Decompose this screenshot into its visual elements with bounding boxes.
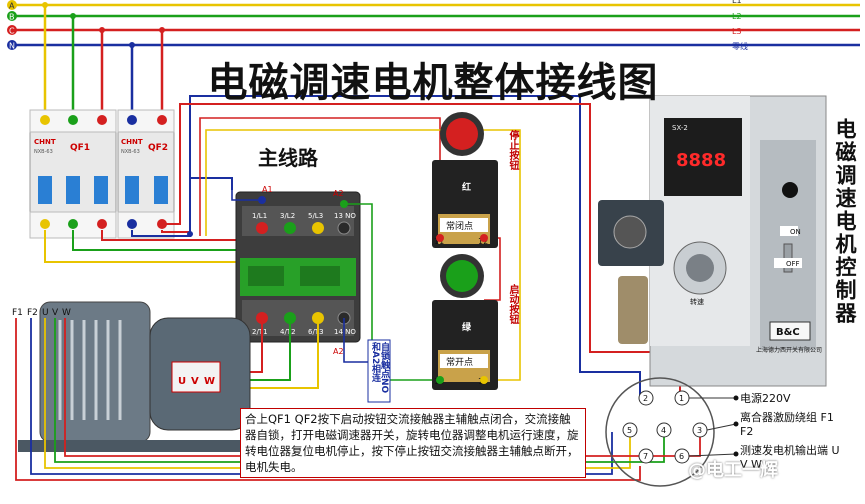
watermark: @电工一辉 [688, 460, 778, 481]
motor-terminal-f1: F1 [12, 308, 23, 318]
contactor: 1/L1 3/L2 5/L3 13 NO 2/T1 4/T2 6/T3 14 N… [235, 185, 361, 356]
bus-drops [42, 2, 165, 112]
plug-pin-4: 4 [661, 426, 666, 435]
motor-terminal-u: U [42, 308, 49, 318]
self-lock-text: 自锁触点NO和A2相连 [370, 342, 389, 394]
breaker-qf2-model: NXB-63 [121, 149, 140, 155]
breaker-qf1-brand: CHNT [34, 138, 56, 146]
bus-b-dot [7, 11, 17, 21]
motor-terminal-labels: F1 F2 U V W [12, 308, 71, 318]
controller-on-label: ON [790, 228, 801, 236]
controller-brand: B&C [776, 327, 800, 338]
bus-n-dot [7, 40, 17, 50]
contactor-bottom-terminal-4: 14 NO [334, 328, 356, 336]
stop-button: 常闭点 11 12 [432, 112, 498, 248]
contactor-bottom-terminal-3: 6/T3 [308, 328, 324, 336]
bus-bars: A B C N L1 L2 L3 零线 [7, 0, 860, 51]
plug-pin-2: 2 [643, 394, 648, 403]
motor-box-v: V [191, 376, 199, 387]
page-title: 电磁调速电机整体接线图 [207, 60, 659, 106]
start-button: 常开点 13 14 [432, 254, 498, 390]
start-button-label: 启动按钮 [507, 284, 518, 324]
contactor-bottom-terminal-2: 4/T2 [280, 328, 296, 336]
contactor-coil-a1: A1 [262, 185, 273, 194]
motor-terminal-f2: F2 [27, 308, 38, 318]
contactor-top-terminal-1: 1/L1 [252, 212, 267, 220]
bus-c-dot [7, 25, 17, 35]
plug-pin-3: 3 [697, 426, 702, 435]
operation-note: 合上QF1 QF2按下启动按钮交流接触器主辅触点闭合，交流接触器自锁，打开电磁调… [240, 408, 586, 478]
control-wires [199, 117, 521, 381]
bus-right-label-l1: L1 [732, 0, 742, 5]
plug-pin-6: 6 [679, 452, 684, 461]
main-circuit-label: 主线路 [258, 146, 318, 170]
plug-pin-7: 7 [643, 452, 648, 461]
controller-maker: 上海德力西开关有限公司 [756, 346, 822, 354]
breaker-qf1: CHNT NXB-63 QF1 [29, 109, 117, 239]
breaker-qf1-model: NXB-63 [34, 149, 53, 155]
stop-button-color-tag: 红 [460, 182, 470, 191]
plug-diagram: 1 2 3 4 5 6 7 [605, 377, 739, 487]
breaker-qf2-brand: CHNT [121, 138, 143, 146]
stop-button-label: 停止按钮 [507, 130, 518, 170]
controller-title: 电磁调速电机控制器 [833, 118, 857, 325]
contactor-top-terminal-2: 3/L2 [280, 212, 295, 220]
contactor-top-terminal-3: 5/L3 [308, 212, 323, 220]
motor-terminal-v: V [52, 308, 59, 318]
bus-right-label-l3: L3 [732, 27, 742, 36]
controller-panel: SX-2 8888 ON OFF 转速 B&C 上海德力西开关有限公司 [598, 95, 827, 387]
start-button-color-tag: 绿 [460, 322, 470, 331]
stop-button-contact: 常闭点 [446, 220, 473, 232]
plug-pin-5: 5 [627, 426, 632, 435]
controller-off-label: OFF [786, 260, 800, 268]
plug-pin-1-label: 电源220V [740, 392, 791, 405]
bus-right-label-n: 零线 [732, 41, 748, 51]
plug-pin-1: 1 [679, 394, 684, 403]
controller-model: SX-2 [672, 124, 688, 132]
bus-right-label-l2: L2 [732, 12, 742, 21]
breaker-qf2-name: QF2 [148, 143, 168, 153]
contactor-top-terminal-4: 13 NO [334, 212, 356, 220]
self-lock-note [367, 339, 391, 403]
contactor-coil-a2-bottom: A2 [333, 347, 344, 356]
controller-speed-label: 转速 [690, 297, 704, 306]
contactor-bottom-terminal-1: 2/T1 [252, 328, 268, 336]
bus-a-dot [7, 0, 17, 10]
plug-pin-6-label: 测速发电机输出端 U V W [740, 444, 840, 471]
motor-box-w: W [204, 376, 215, 387]
motor-box-u: U [178, 376, 186, 387]
breaker-qf1-name: QF1 [70, 143, 90, 153]
bus-label-a: A [9, 2, 15, 11]
breaker-qf2: CHNT NXB-63 QF2 [117, 109, 175, 239]
plug-pin-3-label: 离合器激励绕组 F1 F2 [740, 411, 834, 438]
motor: U V W [18, 301, 251, 452]
start-button-contact: 常开点 [446, 356, 473, 368]
contactor-coil-a2-top: A2 [333, 189, 344, 198]
controller-display: 8888 [676, 150, 726, 171]
bus-label-n: N [9, 42, 15, 51]
bus-label-b: B [9, 13, 15, 22]
motor-terminal-w: W [62, 308, 71, 318]
bus-label-c: C [9, 27, 15, 36]
